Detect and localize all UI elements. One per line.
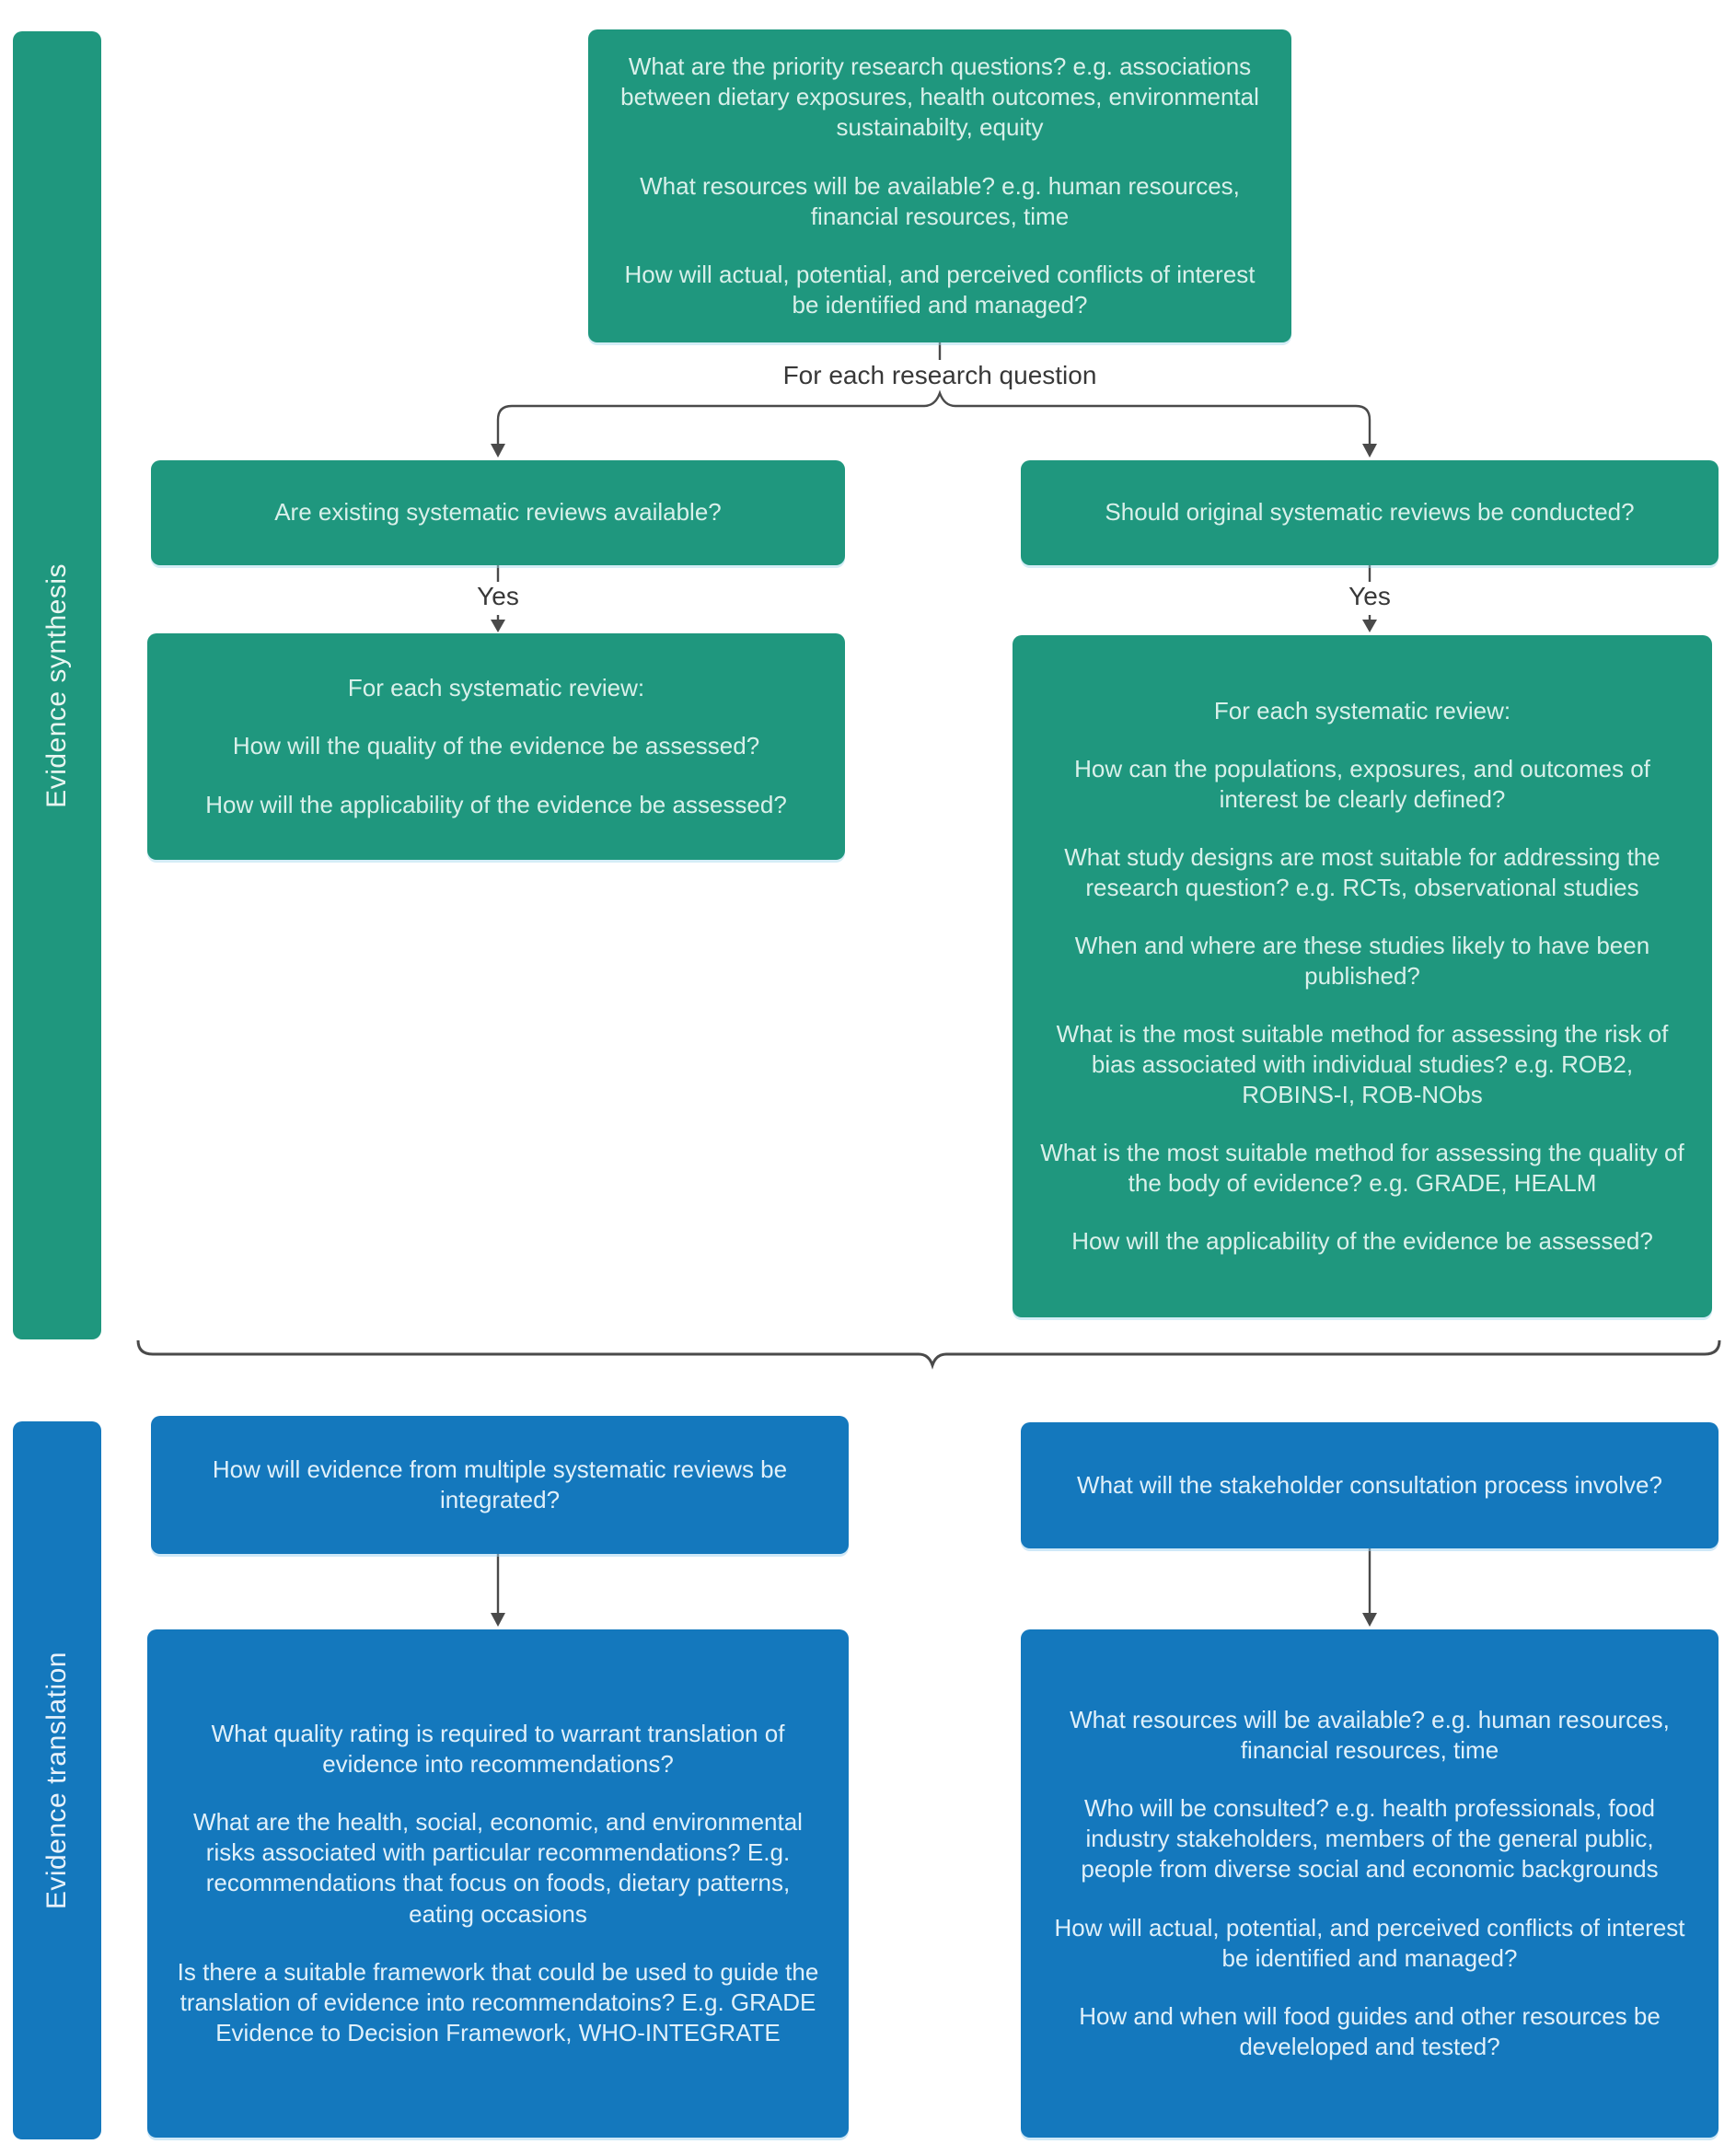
box-paragraph: How will the applicability of the eviden… (1071, 1227, 1653, 1256)
translation-detail-box-right: What resources will be available? e.g. h… (1021, 1629, 1719, 2138)
box-paragraph: What will the stakeholder consultation p… (1077, 1470, 1662, 1499)
box-paragraph: When and where are these studies likely … (1074, 931, 1650, 990)
branch-bracket (496, 389, 1371, 444)
sidebar-evidence-translation-label: Evidence translation (41, 1651, 72, 1910)
box-paragraph: How and when will food guides and other … (1079, 2001, 1661, 2060)
sidebar-evidence-synthesis: Evidence synthesis (13, 31, 101, 1339)
arrowhead-branch-left (491, 444, 505, 458)
arrowhead-yes-left (491, 620, 505, 632)
stakeholder-question-box: What will the stakeholder consultation p… (1021, 1422, 1719, 1548)
section-underbrace (136, 1339, 1721, 1370)
box-paragraph: What are the priority research questions… (620, 52, 1259, 142)
arrowhead-translation-right (1362, 1613, 1377, 1627)
existing-reviews-question-box: Are existing systematic reviews availabl… (151, 460, 845, 565)
box-paragraph: For each systematic review: (347, 674, 645, 702)
box-paragraph: What is the most suitable method for ass… (1040, 1139, 1684, 1198)
box-paragraph: How can the populations, exposures, and … (1074, 754, 1650, 813)
box-paragraph: How will evidence from multiple systemat… (212, 1455, 788, 1513)
arrowhead-translation-left (491, 1613, 505, 1627)
box-paragraph: Who will be consulted? e.g. health profe… (1081, 1794, 1659, 1884)
box-paragraph: Are existing systematic reviews availabl… (274, 498, 722, 527)
box-paragraph: Is there a suitable framework that could… (177, 1957, 819, 2046)
box-paragraph: How will the applicability of the eviden… (205, 790, 787, 818)
box-paragraph: What are the health, social, economic, a… (193, 1808, 803, 1928)
original-reviews-detail-box: For each systematic review: How can the … (1013, 635, 1712, 1317)
sidebar-evidence-synthesis-label: Evidence synthesis (41, 562, 72, 808)
branch-label: For each research question (782, 361, 1097, 389)
box-paragraph: What resources will be available? e.g. h… (640, 171, 1240, 230)
priority-questions-box: What are the priority research questions… (588, 29, 1291, 342)
box-paragraph: What is the most suitable method for ass… (1056, 1020, 1669, 1109)
yes-label-left: Yes (477, 582, 519, 610)
integration-question-box: How will evidence from multiple systemat… (151, 1416, 849, 1554)
box-paragraph: Should original systematic reviews be co… (1105, 498, 1635, 527)
yes-label-right: Yes (1348, 582, 1391, 610)
sidebar-evidence-translation: Evidence translation (13, 1421, 101, 2139)
box-paragraph: How will actual, potential, and perceive… (1054, 1913, 1685, 1972)
box-paragraph: How will actual, potential, and perceive… (624, 260, 1256, 319)
box-paragraph: What quality rating is required to warra… (211, 1720, 785, 1779)
original-reviews-question-box: Should original systematic reviews be co… (1021, 460, 1719, 565)
existing-reviews-detail-box: For each systematic review: How will the… (147, 633, 845, 860)
box-paragraph: What study designs are most suitable for… (1064, 842, 1661, 901)
translation-detail-box-left: What quality rating is required to warra… (147, 1629, 849, 2138)
box-paragraph: For each systematic review: (1213, 696, 1511, 724)
arrowhead-branch-right (1362, 444, 1377, 458)
box-paragraph: How will the quality of the evidence be … (232, 732, 760, 760)
box-paragraph: What resources will be available? e.g. h… (1070, 1706, 1670, 1765)
arrowhead-yes-right (1362, 620, 1377, 632)
